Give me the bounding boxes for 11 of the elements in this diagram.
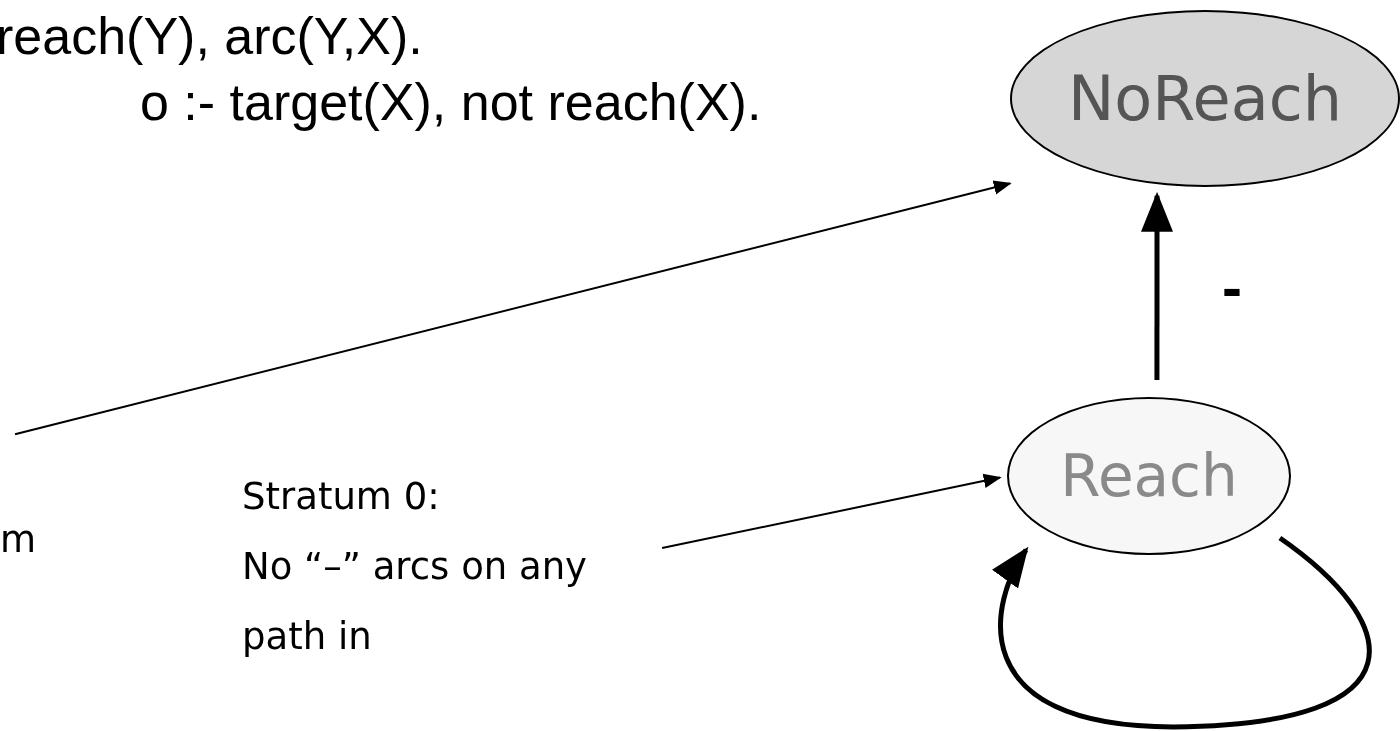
node-label: NoReach xyxy=(1067,62,1343,135)
note-text: Stratum 0: xyxy=(242,474,441,520)
arrow xyxy=(1141,191,1173,380)
arrow xyxy=(14,180,1012,436)
code-line: reach(Y), arc(Y,X). xyxy=(0,6,423,66)
code-line: o :- target(X), not reach(X). xyxy=(140,72,762,132)
arrow xyxy=(661,473,1002,550)
note-text: m xyxy=(0,517,38,563)
note-text: No “–” arcs on any path in xyxy=(242,544,588,660)
self-loop-arrow xyxy=(993,535,1372,730)
node-label: Reach xyxy=(1060,442,1238,510)
